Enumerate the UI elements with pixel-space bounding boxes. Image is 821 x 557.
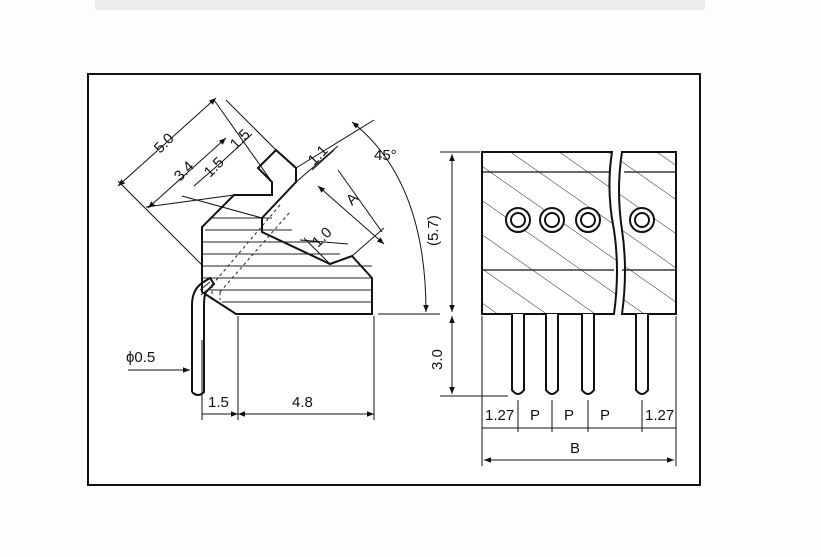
side-body-outline [201,148,373,315]
internal-pin-dashed [211,204,291,300]
dim-pitch-3: P [600,407,610,424]
dim-pitch-1: P [530,407,540,424]
front-pins [511,314,649,395]
dim-1-5-bottom: 1.5 [208,394,229,411]
front-view: (5.7) 3.0 1.27 P P P 1.27 B [425,151,677,466]
header-strip [95,0,705,10]
side-body-stripes [202,217,372,303]
front-body-end [618,151,677,315]
front-contact-holes [505,207,655,233]
side-pin [191,276,216,396]
dim-width-B: B [570,440,580,457]
dim-4-8: 4.8 [292,394,313,411]
dim-pitch-2: P [564,407,574,424]
front-body-main [481,151,618,315]
dim-end-right: 1.27 [645,407,674,424]
dim-pin-length: 3.0 [429,349,446,370]
pin-diameter-label: ϕ0.5 [126,349,155,366]
dim-end-left: 1.27 [485,407,514,424]
dim-height: (5.7) [425,215,442,246]
angle-label: 45° [374,147,397,164]
pin-bend-hatch [199,281,213,296]
angle-arc [351,121,429,313]
